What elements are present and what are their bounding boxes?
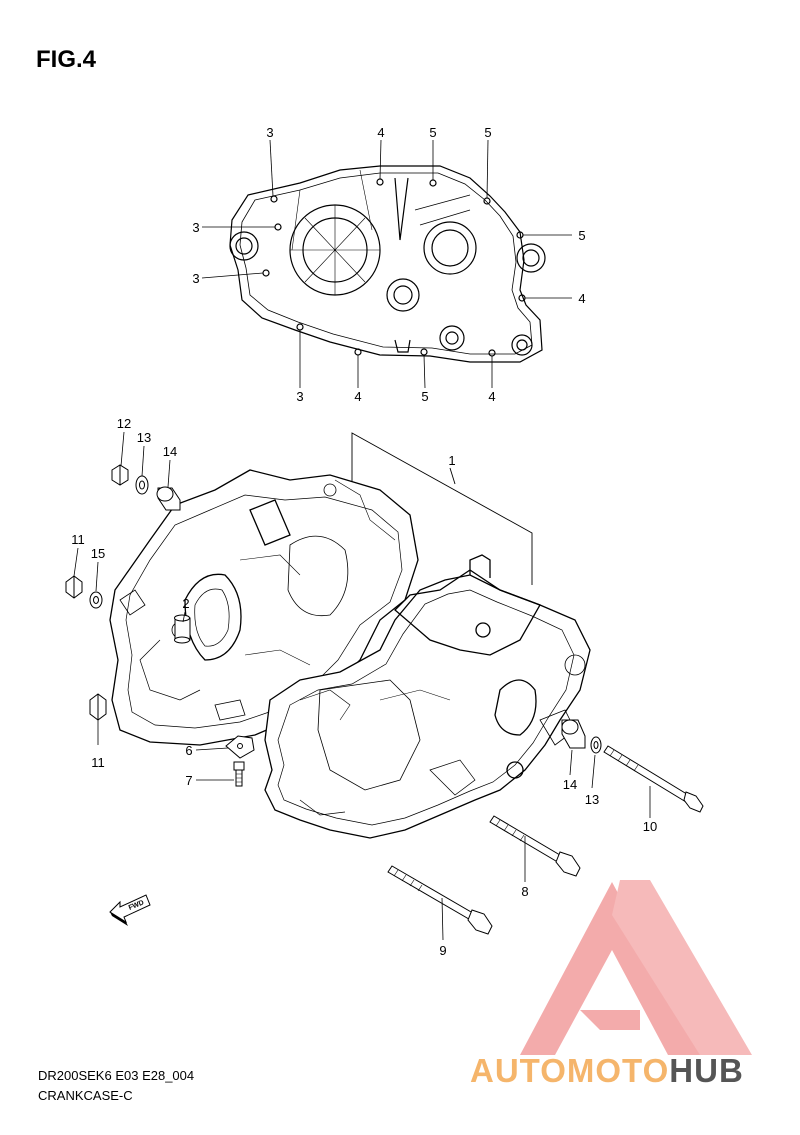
part-14-bushing-top	[156, 486, 181, 511]
callout-8: 8	[521, 884, 528, 899]
part-6-clamp	[225, 735, 255, 759]
callout-9: 9	[439, 943, 446, 958]
callout-7: 7	[185, 773, 192, 788]
top-view-leaders	[201, 139, 572, 389]
part-8-bolt	[489, 815, 581, 877]
part-7-screw	[233, 761, 245, 787]
callout-top-4d: 4	[488, 389, 495, 404]
callout-top-5d: 5	[421, 389, 428, 404]
part-10-bolt	[603, 745, 704, 813]
callout-top-4c: 4	[354, 389, 361, 404]
part-14-bushing-right	[561, 719, 586, 749]
callout-2: 2	[182, 596, 189, 611]
crankcase-right-half	[264, 554, 591, 839]
crankcase-top-view	[229, 165, 546, 363]
callout-top-5b: 5	[484, 125, 491, 140]
callout-10: 10	[643, 819, 657, 834]
part-12-nut	[111, 464, 129, 486]
fwd-arrow-icon: FWD	[109, 894, 151, 926]
callout-top-4a: 4	[377, 125, 384, 140]
callout-15: 15	[91, 546, 105, 561]
part-2-dowel-pin	[174, 614, 191, 644]
callout-top-5c: 5	[578, 228, 585, 243]
callout-top-5a: 5	[429, 125, 436, 140]
footer-section-name: CRANKCASE-C	[38, 1088, 133, 1103]
callout-top-3b: 3	[192, 220, 199, 235]
callout-1: 1	[448, 453, 455, 468]
callout-top-3d: 3	[296, 389, 303, 404]
callout-6: 6	[185, 743, 192, 758]
callout-13-right: 13	[585, 792, 599, 807]
callout-14-right: 14	[563, 777, 577, 792]
callout-12: 12	[117, 416, 131, 431]
part-11-nut-upper	[65, 575, 83, 599]
callout-top-3c: 3	[192, 271, 199, 286]
watermark-text-part1: AUTOMOTO	[470, 1052, 670, 1089]
callout-11-lower: 11	[91, 755, 105, 770]
exploded-leaders	[73, 431, 651, 941]
callout-11-upper: 11	[71, 532, 85, 547]
part-15-washer	[89, 591, 103, 609]
callout-top-3a: 3	[266, 125, 273, 140]
watermark-logo	[520, 880, 752, 1055]
part-9-bolt	[387, 865, 493, 935]
watermark-text-part2: HUB	[669, 1052, 744, 1089]
part-11-nut-lower	[89, 693, 107, 721]
part-13-washer-right	[590, 736, 602, 754]
footer-model-code: DR200SEK6 E03 E28_004	[38, 1068, 195, 1083]
callout-top-4b: 4	[578, 291, 585, 306]
part-13-washer-top	[135, 475, 149, 495]
watermark-text: AUTOMOTOHUB	[470, 1052, 744, 1090]
figure-title: FIG.4	[36, 46, 97, 73]
callout-14-top: 14	[163, 444, 177, 459]
part-1-bracket	[351, 432, 533, 585]
callout-13-top: 13	[137, 430, 151, 445]
